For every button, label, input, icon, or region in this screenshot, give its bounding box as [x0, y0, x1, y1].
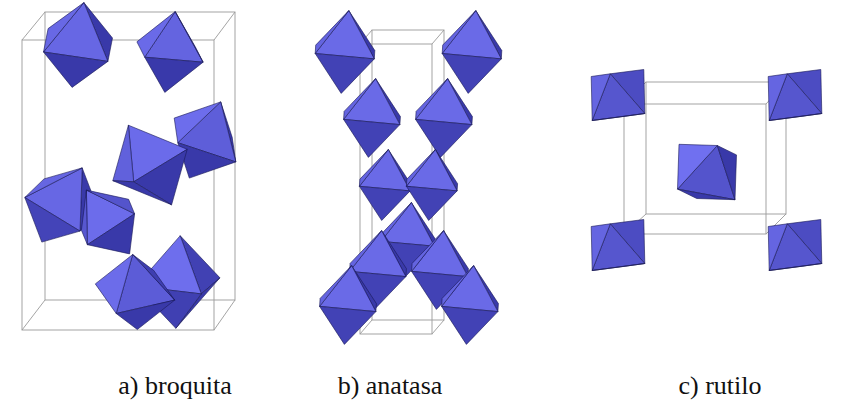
octahedron-face — [137, 12, 175, 58]
octahedron-face — [412, 231, 468, 277]
octahedron-face — [442, 266, 474, 307]
octahedron — [591, 70, 645, 121]
panel-label: b) anatasa — [338, 372, 443, 401]
octahedron-face — [113, 125, 134, 182]
octahedron — [113, 125, 187, 205]
octahedron-face — [320, 306, 376, 344]
cell-edge — [214, 12, 235, 40]
octahedron-face — [412, 231, 444, 272]
octahedron-face — [86, 190, 134, 214]
cell-edge — [22, 12, 45, 40]
octahedron — [768, 220, 822, 271]
octahedron-face — [344, 79, 376, 120]
octahedron-face — [175, 12, 203, 63]
octahedron — [320, 266, 377, 345]
unit-cells — [22, 12, 786, 334]
cell-edge — [214, 300, 235, 330]
octahedron-face — [717, 146, 736, 200]
octahedron-face — [591, 74, 610, 121]
octahedron-face — [315, 11, 374, 59]
octahedron-face — [116, 300, 175, 329]
octahedron-face — [442, 11, 501, 59]
octahedron-face — [95, 255, 132, 314]
cell-edge — [22, 300, 45, 330]
octahedron-face — [178, 143, 236, 178]
octahedron — [678, 144, 737, 199]
octahedron — [44, 3, 113, 88]
unit-cell — [22, 40, 214, 330]
octahedron-face — [44, 3, 108, 62]
panel-label: a) broquita — [118, 372, 231, 401]
octahedron-face — [406, 150, 435, 187]
octahedron-face — [359, 150, 410, 191]
octahedron-face — [591, 224, 610, 271]
octahedron-face — [769, 74, 822, 121]
octahedron-face — [678, 144, 718, 189]
octahedron-face — [315, 11, 349, 54]
octahedron-face — [442, 306, 498, 344]
octahedron-face — [44, 52, 108, 87]
octahedron-face — [769, 224, 822, 271]
octahedron — [174, 102, 236, 178]
octahedron-face — [406, 150, 457, 191]
octahedron-face — [442, 266, 498, 312]
octahedron-face — [320, 266, 352, 307]
octahedron-face — [592, 264, 645, 271]
octahedron-face — [350, 231, 406, 277]
octahedron-face — [769, 264, 822, 271]
octahedron-face — [416, 119, 472, 157]
octahedron — [416, 79, 473, 158]
octahedron-face — [442, 11, 476, 54]
cell-edge — [432, 30, 444, 44]
octahedron-face — [87, 214, 134, 254]
octahedron-face — [592, 224, 645, 271]
octahedron-face — [350, 231, 382, 272]
octahedron-face — [416, 79, 448, 120]
octahedron-face — [25, 198, 80, 243]
octahedron-face — [134, 149, 188, 205]
octahedron-face — [381, 203, 435, 247]
octahedron-face — [768, 74, 787, 121]
unit-cell — [646, 82, 786, 214]
octahedron-face — [381, 203, 411, 242]
octahedron — [442, 266, 499, 345]
cell-edge — [432, 320, 444, 334]
octahedron-face — [315, 54, 374, 94]
octahedron-face — [133, 255, 175, 301]
octahedron-face — [769, 114, 822, 121]
octahedron-face — [25, 168, 82, 198]
octahedron-face — [678, 189, 736, 200]
octahedron — [137, 12, 203, 93]
octahedron-face — [359, 150, 388, 187]
octahedron — [81, 190, 134, 254]
octahedron-face — [592, 114, 645, 121]
unit-cell — [624, 104, 766, 234]
octahedron-face — [344, 79, 400, 125]
panel-label: c) rutilo — [678, 372, 761, 401]
octahedron — [344, 79, 401, 158]
octahedron — [442, 11, 502, 94]
octahedron-face — [174, 102, 221, 143]
octahedron — [95, 255, 174, 330]
octahedron — [315, 11, 375, 94]
octahedron-face — [344, 119, 400, 157]
octahedron-face — [592, 74, 645, 121]
octahedron-face — [44, 3, 84, 52]
octahedron-face — [320, 266, 376, 312]
octahedron-face — [416, 79, 472, 125]
octahedra — [25, 3, 822, 345]
octahedron — [359, 150, 410, 221]
octahedron — [591, 220, 645, 271]
octahedron-face — [81, 190, 87, 245]
octahedron — [768, 70, 822, 121]
octahedron-face — [768, 224, 787, 271]
octahedron-face — [145, 57, 203, 92]
